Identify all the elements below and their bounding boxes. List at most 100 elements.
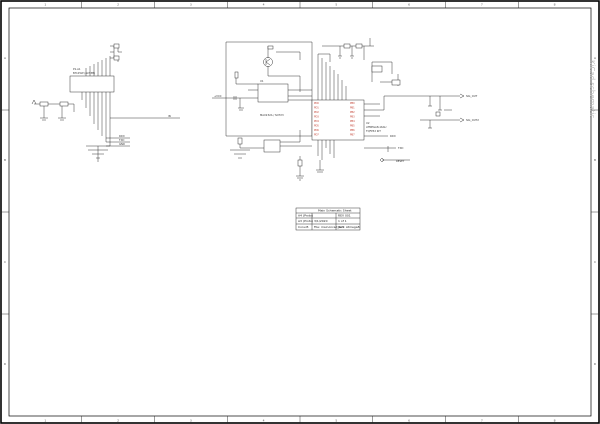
u2-pin-label: PB4 bbox=[350, 120, 355, 123]
test-point bbox=[435, 111, 441, 117]
u2-top-pins bbox=[317, 54, 347, 100]
zone-col-6-top: 6 bbox=[408, 3, 410, 7]
zone-col-4-bottom: 4 bbox=[263, 419, 265, 423]
output-caps bbox=[428, 105, 442, 129]
title-block-cell: Conv.B bbox=[298, 225, 308, 229]
connector-ref: P1-A1 bbox=[73, 67, 81, 71]
u2-pin-label: PD5 bbox=[314, 125, 319, 128]
u2-pin-label: PB7 bbox=[350, 134, 355, 137]
zone-col-8-bottom: 8 bbox=[554, 419, 556, 423]
u2-pin-label: PD0 bbox=[314, 102, 319, 105]
zone-row-C-right: C bbox=[594, 260, 596, 264]
u2-pin-label: PB0 bbox=[350, 102, 355, 105]
title-block-grid bbox=[296, 212, 360, 230]
title-block-cell: A4 (Proto) bbox=[298, 214, 313, 218]
zone-col-3-top: 3 bbox=[190, 3, 192, 7]
resistor-r4 bbox=[59, 101, 69, 107]
u1-chip bbox=[257, 83, 289, 103]
zone-col-4-top: 4 bbox=[263, 3, 265, 7]
zone-col-6-bottom: 6 bbox=[408, 419, 410, 423]
zone-row-C-left: C bbox=[4, 260, 6, 264]
zone-col-7-bottom: 7 bbox=[481, 419, 483, 423]
capacitor-c1 bbox=[233, 96, 237, 100]
u2-pin-label: PD1 bbox=[314, 107, 319, 110]
resistor-r2 bbox=[113, 55, 120, 61]
u1-name: MAX232A / SOT23 bbox=[260, 113, 284, 117]
resistor-r6 bbox=[267, 45, 274, 50]
net-label-gnd-left: GND bbox=[119, 142, 125, 146]
u2-ref: U2 bbox=[366, 121, 370, 125]
net-label-txd: TXD bbox=[398, 146, 403, 150]
title-block-cell: Part: Atmega8 bbox=[338, 225, 360, 229]
u2-subtitle: TQFP32 KIT bbox=[366, 129, 381, 133]
ground-symbol-1 bbox=[238, 107, 244, 111]
zone-row-A-left: A bbox=[4, 56, 7, 60]
net-label-txd-left: TXD bbox=[119, 138, 124, 142]
left-arrow bbox=[31, 99, 37, 105]
title-block-cell: 1 of 1 bbox=[338, 219, 347, 223]
crystal-y1 bbox=[371, 65, 383, 73]
net-label-rxd-left: RXD bbox=[119, 134, 125, 138]
connector-top-wires bbox=[110, 45, 122, 62]
u2-name: ATMEGA8-16AU bbox=[366, 125, 386, 129]
u1-wires bbox=[212, 46, 312, 108]
zone-row-B-left: B bbox=[4, 158, 6, 162]
left-ground-symbols bbox=[40, 117, 66, 121]
resistor-r5 bbox=[234, 71, 239, 79]
inductor-l1 bbox=[391, 79, 401, 86]
reset-flag bbox=[379, 157, 385, 163]
u1-section: U1 MAX232A / SOT23 +VCC bbox=[212, 41, 313, 159]
connector-body bbox=[69, 75, 115, 93]
output-arrows bbox=[459, 93, 465, 123]
title-block-cell: REV 001 bbox=[338, 214, 351, 218]
connector-block: P1-A1 BH-05W (ALT PB) IN RXD TXD GND bbox=[31, 43, 180, 162]
connector-signal-wires bbox=[106, 117, 180, 147]
transistor-q1-symbol bbox=[265, 58, 271, 66]
lower-right-nets bbox=[364, 135, 410, 161]
connector-subtitle: BH-05W (ALT PB) bbox=[73, 71, 95, 75]
net-label-reset: RESET bbox=[396, 159, 405, 163]
title-block-cell: File: main.kicad_sch bbox=[314, 225, 344, 229]
resistor-r10 bbox=[297, 159, 303, 167]
net-label-rxd: RXD bbox=[390, 134, 396, 138]
net-label-in: IN bbox=[168, 114, 171, 118]
zone-col-8-top: 8 bbox=[554, 3, 556, 7]
title-block: Main Schematic Sheet A4 (Proto)REV 001A3… bbox=[295, 207, 361, 231]
zone-row-B-right: B bbox=[594, 158, 596, 162]
zone-row-D-left: D bbox=[4, 362, 7, 366]
u2-pin-label: PB3 bbox=[350, 116, 355, 119]
side-watermark-text: KiCad schematic bbox=[588, 60, 596, 118]
u3-chip bbox=[263, 139, 281, 153]
u2-bottom-pins bbox=[317, 140, 335, 160]
output-label-2: SIG_OUT2 bbox=[466, 118, 479, 122]
resistor-r9 bbox=[355, 43, 363, 49]
zone-col-2-top: 2 bbox=[117, 3, 119, 7]
zone-row-A-right: A bbox=[594, 56, 597, 60]
resistor-r8 bbox=[343, 43, 351, 49]
title-block-cell: 3/1/2020 bbox=[314, 219, 328, 223]
resistor-r3 bbox=[39, 101, 49, 107]
zone-col-1-bottom: 1 bbox=[44, 419, 46, 423]
zone-col-7-top: 7 bbox=[481, 3, 483, 7]
u2-pin-label: PD3 bbox=[314, 116, 319, 119]
u1-ref: U1 bbox=[260, 79, 264, 83]
u2-pin-label: PB1 bbox=[350, 107, 355, 110]
u2-pin-label: PB2 bbox=[350, 111, 355, 114]
connector-pins-top bbox=[85, 56, 111, 76]
connector-pins-bottom bbox=[81, 92, 111, 146]
u2-chip bbox=[311, 99, 365, 141]
u2-pin-label: PB5 bbox=[350, 125, 355, 128]
u2-pin-label: PB6 bbox=[350, 129, 355, 132]
u2-pin-label: PD2 bbox=[314, 111, 319, 114]
zone-row-D-right: D bbox=[594, 362, 597, 366]
net-label-vcc: +VCC bbox=[214, 94, 222, 98]
resistor-r7 bbox=[237, 137, 243, 145]
u2-pin-label: PD6 bbox=[314, 129, 319, 132]
zone-col-5-bottom: 5 bbox=[335, 419, 337, 423]
zone-col-3-bottom: 3 bbox=[190, 419, 192, 423]
